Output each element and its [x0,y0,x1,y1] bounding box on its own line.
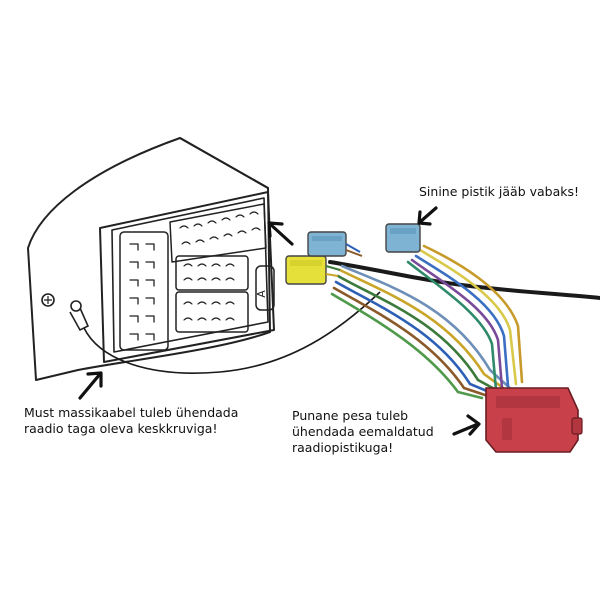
radio-back-panel [99,191,275,363]
red-socket [485,387,583,453]
wire-bundle [330,244,524,400]
center-screw [41,293,55,307]
label-red-socket-line2: ühendada eemaldatud [292,424,434,439]
main-black-cable [328,260,600,300]
yellow-connector [285,255,327,285]
label-blue-plug-text: Sinine pistik jääb vabaks! [419,184,580,199]
label-ground-cable-line2: raadio taga oleva keskkruviga! [24,421,218,436]
connector-leads [325,243,363,277]
label-red-socket: Punane pesa tuleb ühendada eemaldatud ra… [292,408,434,456]
arrow-radio-socket [267,221,294,246]
arrow-ground-cable [78,371,103,400]
label-ground-cable: Must massikaabel tuleb ühendada raadio t… [24,405,238,437]
radio-slot-letter: A [255,290,268,298]
label-red-socket-line3: raadiopistikuga! [292,440,394,455]
arrow-blue-plug [417,206,438,226]
label-ground-cable-line1: Must massikaabel tuleb ühendada [24,405,239,420]
ground-cable [83,291,381,374]
arrow-red-socket [452,414,481,436]
radio-body-outline [27,137,271,381]
label-blue-plug: Sinine pistik jääb vabaks! [419,184,579,200]
radio-unit [27,137,275,381]
ground-ring-terminal [69,300,90,332]
blue-connector-on-radio [307,231,347,257]
blue-plug-free [385,223,421,253]
label-red-socket-line1: Punane pesa tuleb [292,408,409,423]
